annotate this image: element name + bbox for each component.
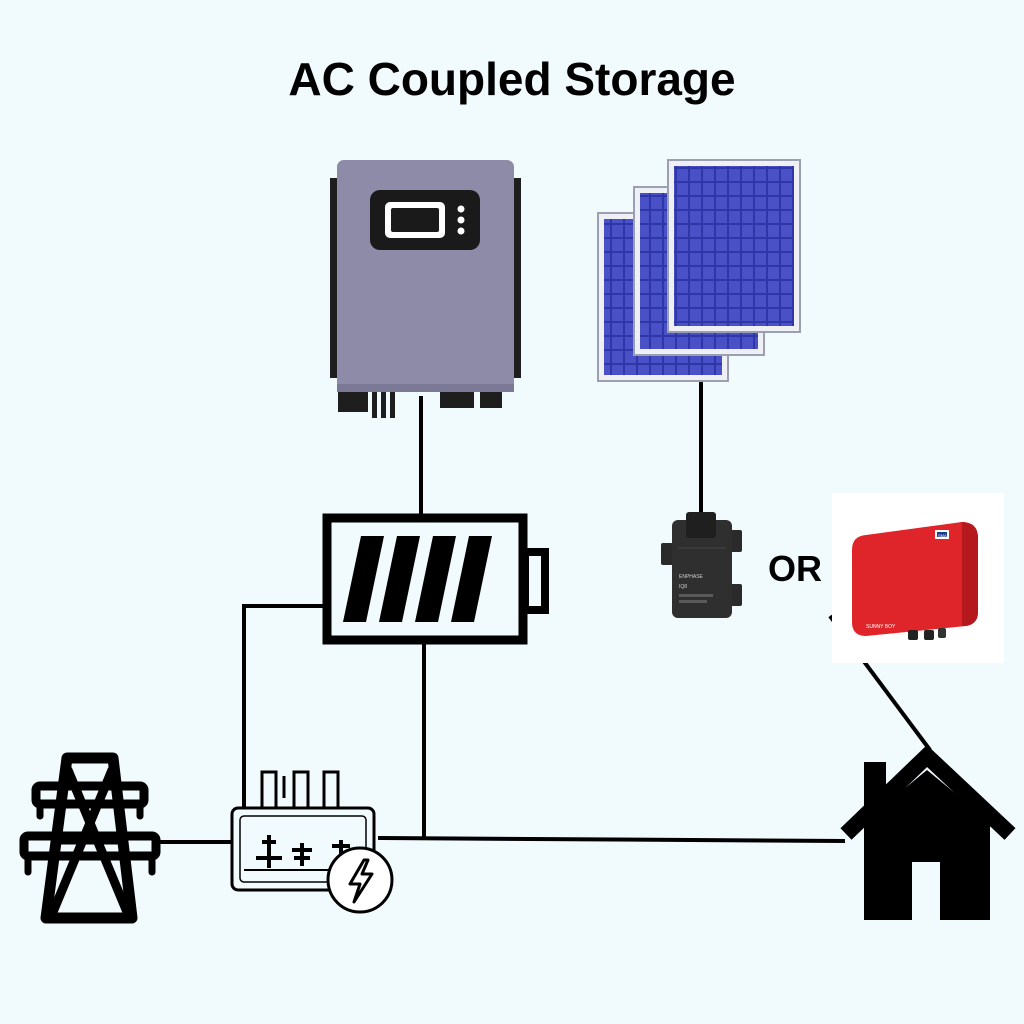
transmission-tower-icon bbox=[19, 752, 161, 924]
solar-panel-front bbox=[667, 159, 801, 333]
microinverter-brand: ENPHASE bbox=[679, 574, 704, 580]
string-inverter: SMA SUNNY BOY bbox=[832, 493, 1004, 663]
battery-icon bbox=[322, 513, 549, 645]
hybrid-inverter bbox=[330, 160, 521, 418]
microinverter: ENPHASE IQ8 bbox=[661, 512, 742, 618]
or-label: OR bbox=[768, 548, 822, 589]
diagram-title: AC Coupled Storage bbox=[288, 53, 736, 105]
connection-lines bbox=[152, 378, 932, 844]
lightning-bolt-icon bbox=[326, 846, 394, 914]
solar-panels bbox=[597, 159, 801, 382]
house-icon bbox=[840, 744, 1016, 920]
line-battery-to-meter bbox=[242, 604, 323, 808]
string-inverter-brand: SMA bbox=[938, 533, 947, 538]
microinverter-model: IQ8 bbox=[679, 584, 687, 590]
string-inverter-model: SUNNY BOY bbox=[866, 624, 896, 630]
line-meter-to-house bbox=[377, 836, 846, 843]
